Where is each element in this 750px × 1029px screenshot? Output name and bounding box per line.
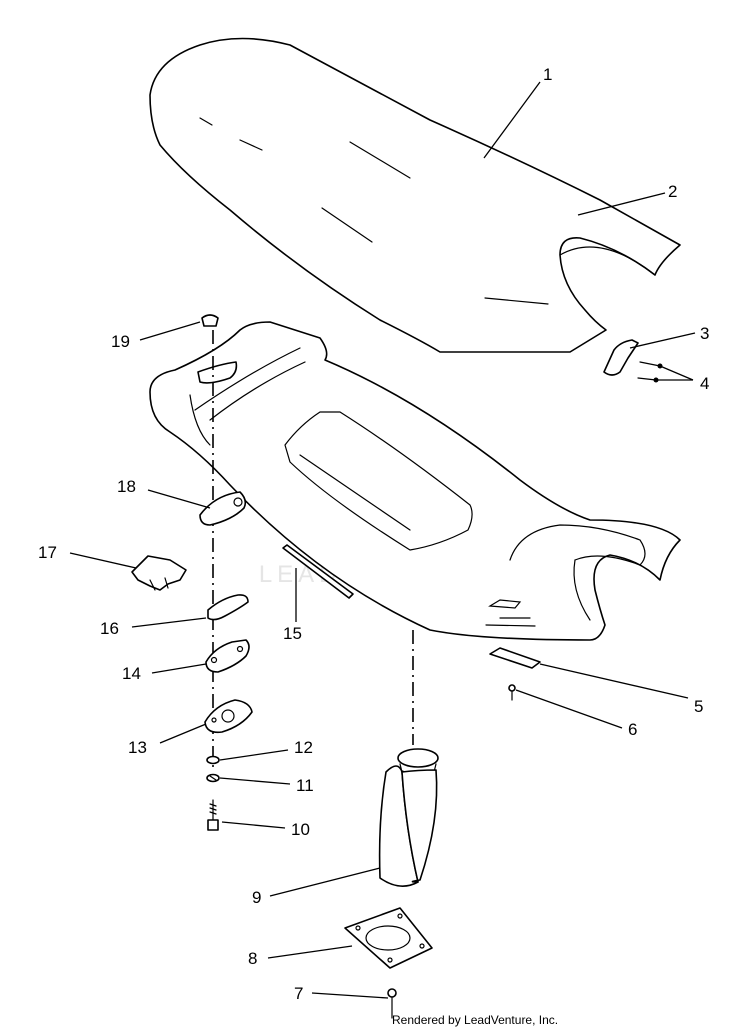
callout-6: 6: [628, 720, 637, 739]
part-11-lockwasher: [206, 773, 220, 783]
callout-2: 2: [668, 182, 677, 201]
callout-9: 9: [252, 888, 261, 907]
callout-19: 19: [111, 332, 130, 351]
callout-16: 16: [100, 619, 119, 638]
part-18-bracket: [199, 491, 247, 526]
callout-8: 8: [248, 949, 257, 968]
credit-text: Rendered by LeadVenture, Inc.: [392, 1013, 558, 1027]
callout-13: 13: [128, 738, 147, 757]
callout-7: 7: [294, 984, 303, 1003]
callout-4: 4: [700, 374, 709, 393]
part-13-base-plate: [204, 699, 253, 734]
callout-12: 12: [294, 738, 313, 757]
part-14-plate: [205, 639, 250, 673]
part-9-duct: [378, 748, 439, 887]
leader-lines: [69, 81, 696, 999]
seat-clip: [603, 339, 639, 376]
part-7-screw: [387, 988, 397, 1019]
callout-3: 3: [700, 324, 709, 343]
part-12-washer: [206, 755, 220, 765]
callout-5: 5: [694, 697, 703, 716]
part-8-gasket: [344, 907, 433, 969]
part-5-bracket: [489, 647, 541, 669]
part-17-latch: [131, 555, 187, 591]
part-16-clip: [207, 594, 249, 621]
callout-17: 17: [38, 543, 57, 562]
part-15-strip: [282, 544, 354, 599]
callout-1: 1: [543, 65, 552, 84]
seat-base: [149, 321, 681, 641]
callout-18: 18: [117, 477, 136, 496]
part-19-bushing: [201, 314, 219, 327]
callout-15: 15: [283, 624, 302, 643]
callout-labels: 1 2 3 4 5 6 7 8 9 10 11 12 13 14 15 16 1…: [38, 65, 709, 1003]
callout-10: 10: [291, 820, 310, 839]
part-6-screw: [508, 684, 516, 701]
seat-cover: [149, 37, 681, 353]
callout-11: 11: [296, 776, 314, 795]
callout-14: 14: [122, 664, 141, 683]
part-10-bolt: [207, 799, 219, 831]
